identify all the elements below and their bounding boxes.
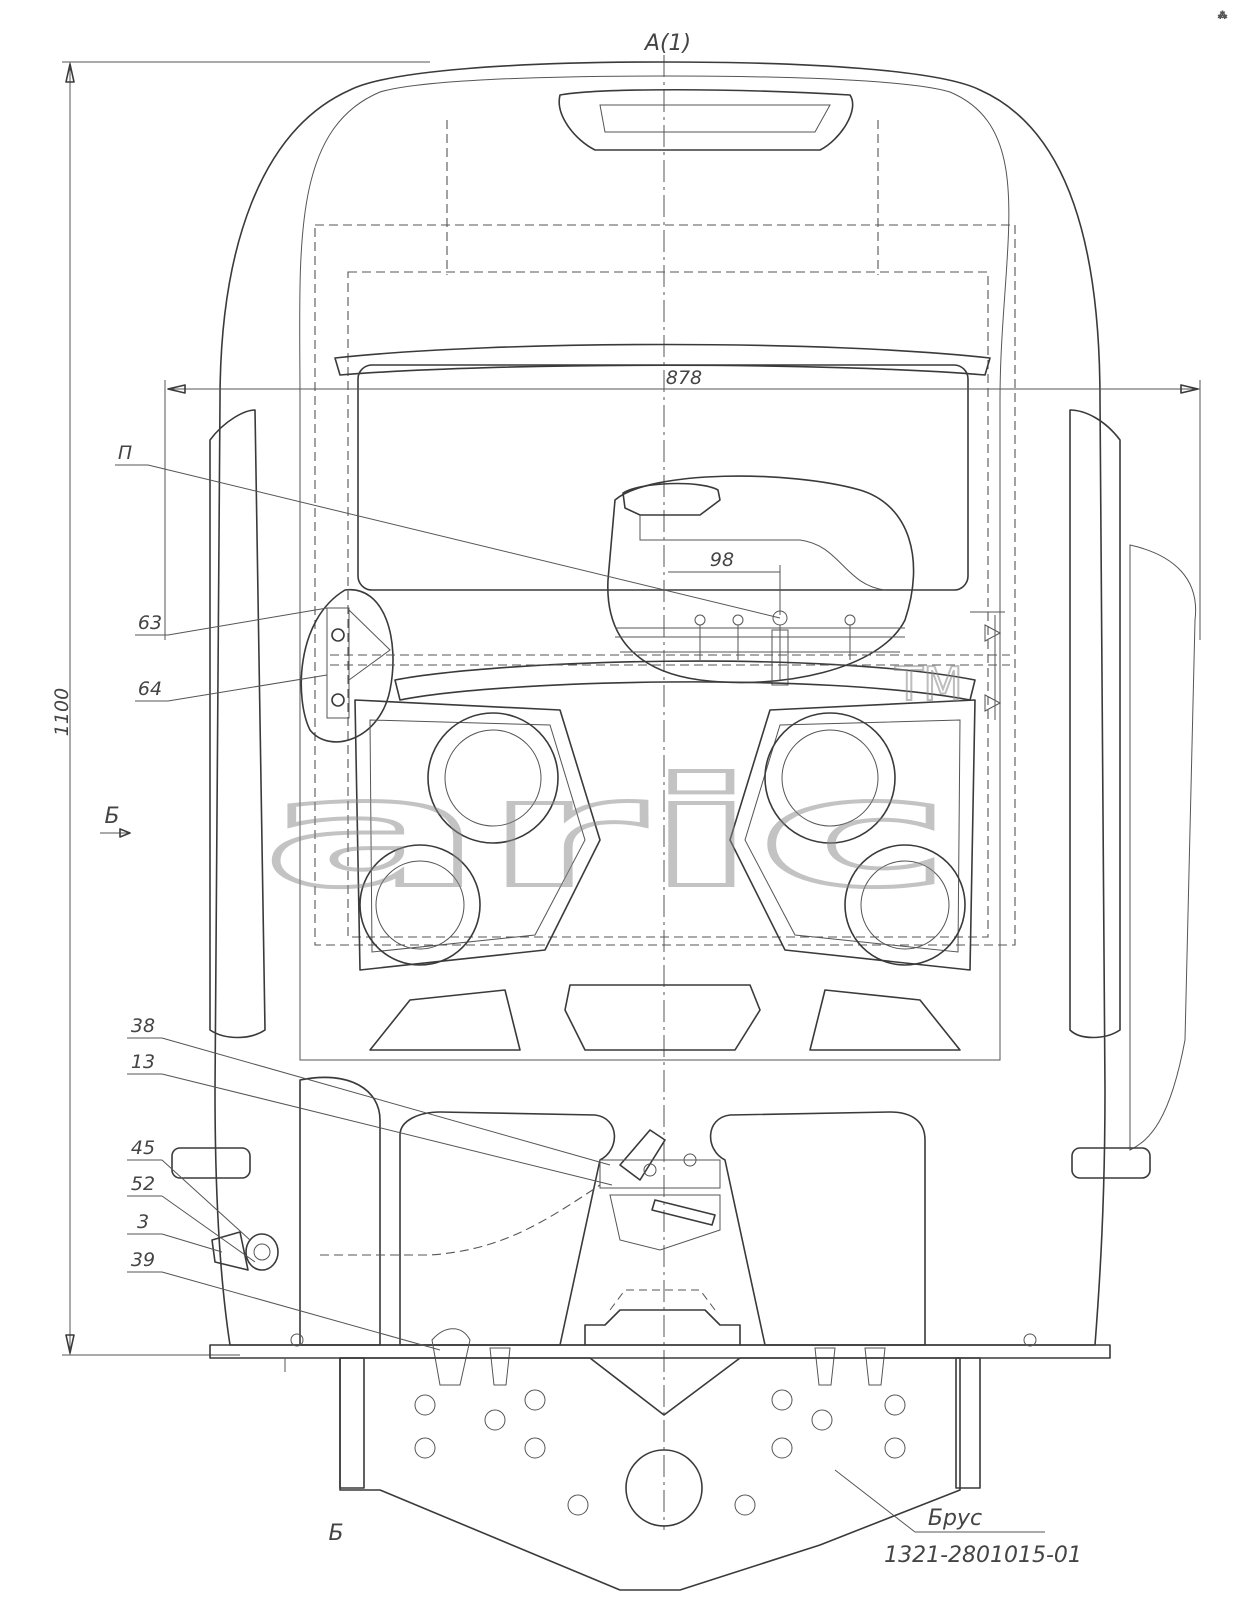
cup-upper-left-inner [444,729,542,827]
callout-63: 63 [138,612,162,634]
windshield-frame [334,343,991,376]
detail-circle-left [300,589,394,743]
watermark-tm: TM [894,657,963,711]
dim-878-arrow-right [1180,384,1199,394]
cup-lower-left-outer [359,844,481,966]
windshield [357,364,969,591]
dim-1100-arrow-bottom [65,1334,75,1354]
roof-visor-slot [599,104,831,133]
watermark-logo: aric [262,747,952,921]
beam-holes [414,1389,906,1516]
cup-upper-left-outer [427,712,559,844]
bracket-profile [622,482,721,516]
part-number: 1321-2801015-01 [884,1543,1082,1568]
step-tray-right [809,989,961,1051]
dim-98-label: 98 [710,549,734,571]
floor-bolts [284,1328,1037,1386]
part-name: Брус [928,1506,982,1531]
dashboard-crossbar [394,660,976,701]
cup-upper-right-outer [764,712,896,844]
callout-13: 13 [131,1051,155,1073]
right-fasteners [970,611,1005,720]
detail-circle-p [607,475,915,684]
beam-center-hole [625,1449,703,1527]
section-label-top: Б [104,804,119,829]
cup-lower-left-inner [375,860,465,950]
mounting-beam [339,1357,961,1591]
floor-plate [209,1344,1111,1359]
beam-post-left [339,1357,365,1489]
detail-bolts [694,610,856,680]
callout-3: 3 [137,1211,149,1233]
view-label: A(1) [643,31,691,56]
right-door-window [1069,409,1121,1039]
corner-mark: ⁂ [1218,10,1227,21]
frame-outer-dashed [314,224,1016,946]
beam-post-right [955,1357,981,1489]
step-tray-left [369,989,521,1051]
section-arrow-top-head [119,828,131,838]
right-handle [1071,1147,1151,1179]
tunnel-dashed [609,1289,716,1311]
callout-64: 64 [138,678,162,700]
roof-visor [558,88,854,151]
seat-well-left [354,699,601,971]
callout-45: 45 [131,1137,155,1159]
tunnel-outline [584,1309,741,1346]
left-bracket-arm [348,609,391,681]
section-label-bottom: Б [328,1521,343,1546]
seat-well-right-inner [744,719,961,953]
bracket-arm [639,515,886,591]
callout-38: 38 [131,1015,155,1037]
seat-well-right [729,699,976,971]
lower-body-right [709,1111,926,1346]
cup-lower-right-outer [844,844,966,966]
step-tray-center [564,984,761,1051]
lower-body-left [299,1076,381,1346]
frame-inner-dashed [347,271,989,938]
lock-mechanism [599,1129,721,1251]
cup-lower-right-inner [860,860,950,950]
cup-upper-right-inner [781,729,879,827]
callout-52: 52 [131,1173,155,1195]
left-handle [171,1147,251,1179]
left-bolt-2 [331,693,345,707]
callout-39: 39 [131,1249,155,1271]
dim-1100-arrow-top [65,63,75,83]
right-mirror [1129,544,1197,1151]
left-door-window [209,409,266,1039]
left-bracket-plate [326,607,350,719]
leader-lines [115,464,1045,1533]
detail-post [771,629,789,686]
seat-well-left-inner [369,719,586,953]
door-lock-left [211,1231,279,1271]
dim-878-label: 878 [666,367,702,389]
cab-inner-outline [299,75,1010,1061]
dim-878-arrow-left [167,384,186,394]
release-cable [320,1184,601,1256]
callout-p: П [118,442,132,464]
lower-body-center [399,1111,616,1346]
dim-1100-label: 1100 [51,688,73,736]
left-bolt-1 [331,628,345,642]
